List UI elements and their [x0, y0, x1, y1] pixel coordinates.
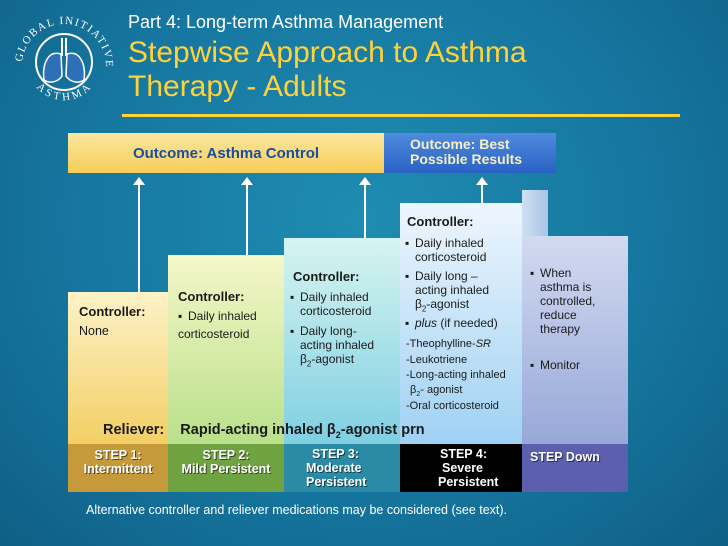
bullet-icon: ▪ — [290, 324, 295, 338]
page-title-line1: Stepwise Approach to Asthma — [128, 36, 527, 69]
step1-label-line1: STEP 1: — [94, 448, 142, 462]
step4-column: Controller: ▪ Daily inhaled corticosteroi… — [400, 203, 522, 444]
outcome-best-results-bar: Outcome: Best Possible Results — [384, 133, 556, 173]
reliever-text-b: -agonist prn — [340, 422, 425, 438]
step4-beta-sub: 2 — [421, 304, 427, 314]
step4-plus: plus — [415, 316, 438, 330]
svg-text:ASTHMA: ASTHMA — [34, 80, 95, 104]
reliever-line: Reliever: Rapid-acting inhaled β2-agonis… — [103, 422, 425, 440]
step4-alt-theophylline: -Theophylline- — [406, 338, 476, 350]
outcome-best-label-line1: Outcome: Best — [410, 136, 510, 152]
bullet-icon: ▪ — [405, 269, 410, 283]
bullet-icon: ▪ — [530, 358, 535, 372]
step-down-column: ▪ When asthma is controlled, reduce thera… — [522, 236, 628, 444]
step4-alt-beta-sub: 2 — [416, 391, 421, 399]
bullet-icon: ▪ — [405, 236, 410, 250]
step2-item-2: corticosteroid — [178, 327, 250, 341]
arrow-step1 — [133, 177, 145, 292]
step4-alt-agonist: - agonist — [420, 384, 463, 396]
step3-label-line1: STEP 3: — [312, 447, 360, 461]
stepdown-item-4: reduce — [540, 308, 577, 322]
step4-alt-beta: β — [410, 384, 417, 396]
outcome-control-label: Outcome: Asthma Control — [132, 144, 320, 162]
step4-alt-leukotriene: -Leukotriene — [406, 354, 468, 366]
logo-bottom-text: ASTHMA — [34, 80, 92, 104]
step3-item-3: Daily long- — [300, 324, 357, 338]
step3-item-4: acting inhaled — [300, 338, 375, 352]
step3-beta: β — [300, 352, 307, 366]
step4-agonist: -agonist — [426, 297, 470, 311]
step2-item-1: Daily inhaled — [188, 309, 257, 323]
step4-side-panel — [522, 190, 548, 236]
step1-column: Controller: None — [68, 292, 168, 444]
step4-label-line3: Persistent — [438, 475, 499, 489]
reliever-text-a: Rapid-acting inhaled β — [180, 422, 336, 438]
page-title-line2: Therapy - Adults — [128, 70, 347, 103]
title-divider — [122, 114, 680, 117]
step4-item-4: acting inhaled — [415, 283, 490, 297]
step2-column: Controller: ▪ Daily inhaled corticosteroi… — [168, 255, 284, 444]
arrow-step3 — [359, 177, 371, 238]
step4-alt-laba: -Long-acting inhaled — [406, 369, 506, 381]
step4-label-line1: STEP 4: — [440, 447, 488, 461]
step3-item-1: Daily inhaled — [300, 290, 369, 304]
step4-alt-oral: -Oral corticosteroid — [406, 400, 499, 412]
step1-label: STEP 1: Intermittent — [68, 444, 168, 492]
step4-label-line2: Severe — [442, 461, 484, 475]
outcome-asthma-control-bar: Outcome: Asthma Control — [68, 133, 384, 173]
gina-logo: GLOBAL INITIATIVE FOR ASTHMA — [8, 6, 114, 104]
step4-item-3: Daily long – — [415, 269, 478, 283]
step2-label-line1: STEP 2: — [202, 448, 250, 462]
step2-label: STEP 2: Mild Persistent — [168, 444, 284, 492]
step-down-label: STEP Down — [522, 444, 628, 492]
bullet-icon: ▪ — [530, 266, 535, 280]
part-heading: Part 4: Long-term Asthma Management — [128, 12, 444, 32]
step3-label-line3: Persistent — [306, 475, 367, 489]
step4-label: STEP 4: Severe Persistent — [400, 444, 522, 492]
footnote: Alternative controller and reliever medi… — [86, 503, 508, 517]
step3-agonist: -agonist — [311, 352, 355, 366]
stepdown-item-2: asthma is — [540, 280, 592, 294]
step2-controller-title: Controller: — [178, 289, 245, 304]
step3-label-line2: Moderate — [306, 461, 362, 475]
bullet-icon: ▪ — [178, 309, 183, 323]
step4-item-2: corticosteroid — [415, 250, 487, 264]
step1-label-line2: Intermittent — [83, 462, 153, 476]
reliever-text-sub: 2 — [335, 429, 341, 440]
stepdown-item-5: therapy — [540, 322, 581, 336]
stepdown-item-1: When — [540, 266, 572, 280]
step3-item-2: corticosteroid — [300, 304, 372, 318]
bullet-icon: ▪ — [405, 316, 410, 330]
step4-controller-title: Controller: — [407, 214, 474, 229]
step4-beta: β — [415, 297, 422, 311]
arrow-step4 — [476, 177, 488, 203]
stepdown-item-3: controlled, — [540, 294, 596, 308]
step3-column: Controller: ▪ Daily inhaled corticosteroi… — [284, 238, 400, 444]
step2-label-line2: Mild Persistent — [181, 462, 271, 476]
arrow-step2 — [241, 177, 253, 255]
step4-item-1: Daily inhaled — [415, 236, 484, 250]
outcome-best-label-line2: Possible Results — [410, 151, 523, 167]
step4-alt-sr: SR — [475, 338, 491, 350]
stepdown-item-6: Monitor — [540, 358, 581, 372]
step3-beta-sub: 2 — [306, 359, 312, 369]
step-down-label-line1: STEP Down — [530, 450, 600, 464]
step1-controller-none: None — [79, 324, 109, 338]
step1-controller-title: Controller: — [79, 304, 146, 319]
bullet-icon: ▪ — [290, 290, 295, 304]
step3-label: STEP 3: Moderate Persistent — [284, 444, 400, 492]
step3-controller-title: Controller: — [293, 269, 360, 284]
step4-if-needed: (if needed) — [437, 316, 498, 330]
reliever-prefix: Reliever: — [103, 422, 165, 438]
